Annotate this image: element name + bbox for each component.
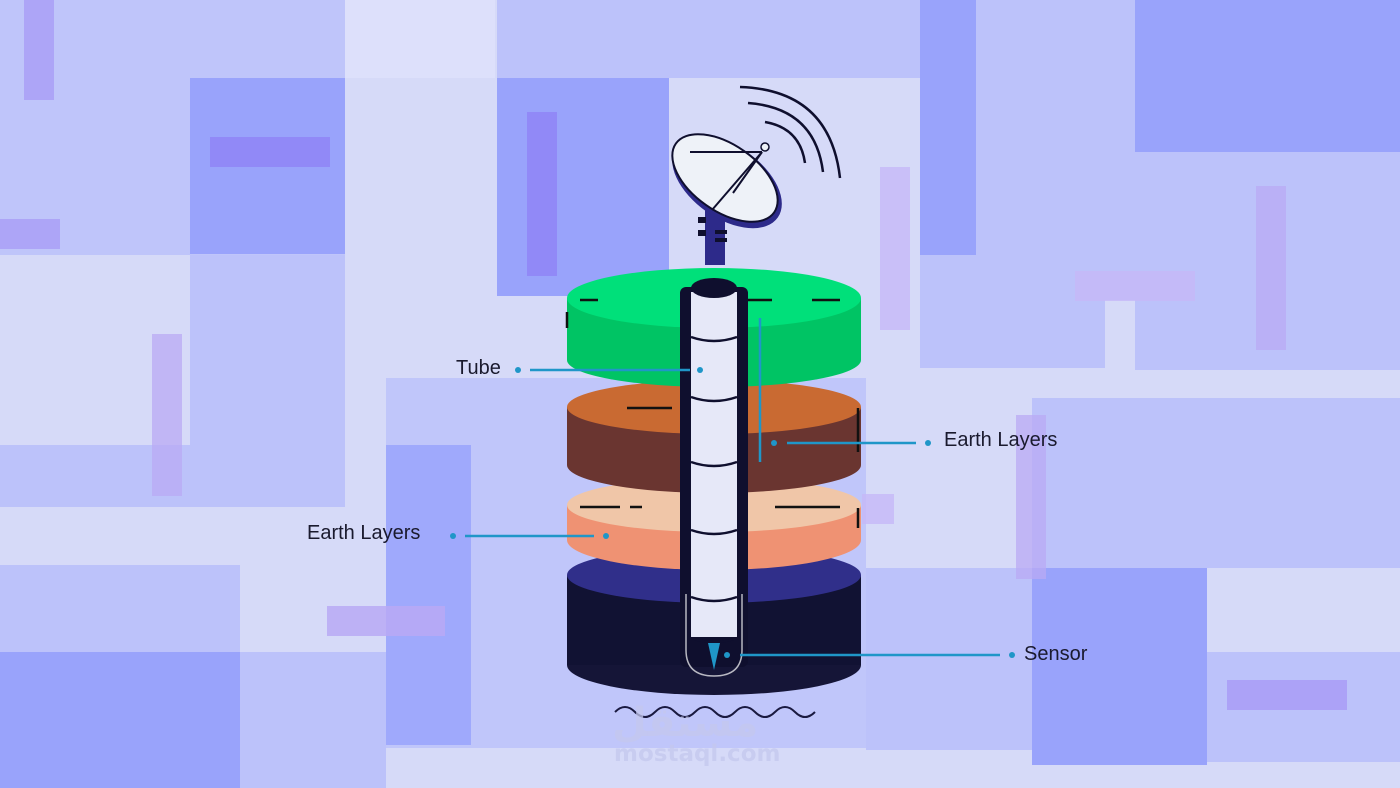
- sensor-tip-icon: [708, 643, 720, 670]
- tube-label: Tube: [456, 357, 501, 379]
- satellite-dish-icon: [671, 133, 782, 265]
- earth-layers-label-left: Earth Layers: [307, 522, 421, 544]
- tube: [680, 278, 748, 677]
- ground-squiggle: [614, 706, 816, 718]
- leader-lines: [450, 367, 1015, 658]
- watermark-latin: mostaql.com: [614, 741, 781, 767]
- earth-layers-label-right: Earth Layers: [944, 429, 1058, 451]
- sensor-label: Sensor: [1024, 643, 1088, 665]
- signal-waves-icon: [739, 85, 842, 179]
- watermark-arabic: مستقل: [612, 700, 759, 746]
